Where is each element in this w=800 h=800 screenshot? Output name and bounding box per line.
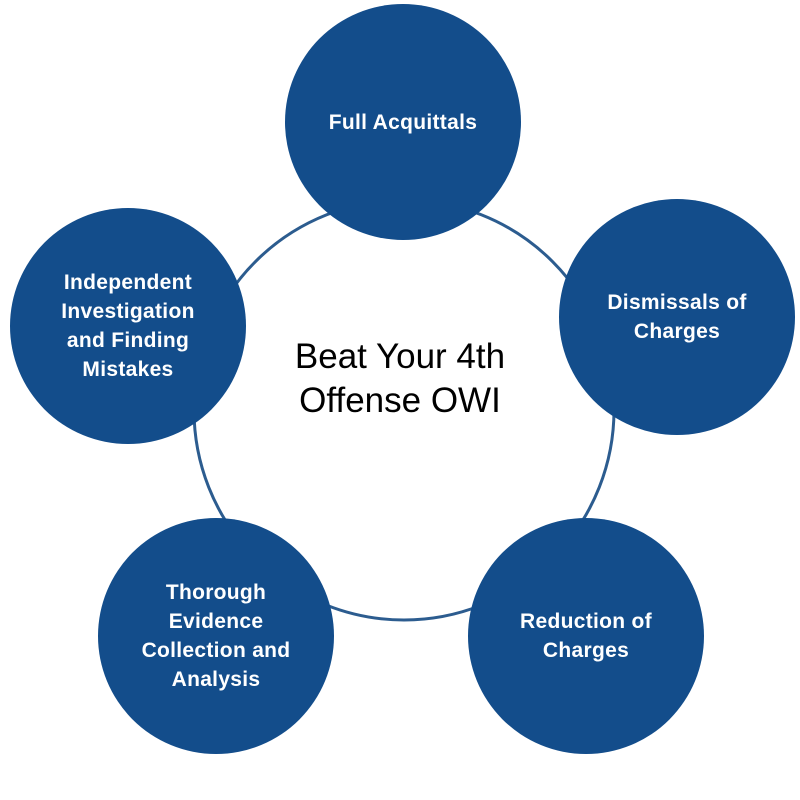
node-label-line: Charges [633,320,721,343]
node-label-line: Reduction of [520,610,652,633]
node-dismissals-of-charges: Dismissals of Charges [559,199,795,435]
node-full-acquittals: Full Acquittals [285,4,521,240]
node-label-line: Dismissals of [607,291,747,314]
center-title: Beat Your 4th Offense OWI [230,335,570,423]
node-label-line: Mistakes [82,358,174,381]
node-label: Thorough Evidence Collection and Analysi… [142,578,291,694]
node-label-line: Independent [63,271,193,294]
node-independent-investigation: Independent Investigation and Finding Mi… [10,208,246,444]
node-label: Reduction of Charges [520,607,652,665]
node-label-line: and Finding [66,329,190,352]
node-label-line: Investigation [61,300,195,323]
node-label-line: Evidence [168,610,264,633]
center-title-line-2: Offense OWI [299,381,501,420]
node-label-line: Thorough [165,581,267,604]
node-label: Full Acquittals [329,108,477,137]
node-label: Dismissals of Charges [607,288,746,346]
node-label-line: Collection and [141,639,291,662]
node-reduction-of-charges: Reduction of Charges [468,518,704,754]
node-label: Independent Investigation and Finding Mi… [61,268,194,384]
center-title-line-1: Beat Your 4th [294,337,506,376]
node-label-line: Analysis [171,668,261,691]
node-thorough-evidence-collection: Thorough Evidence Collection and Analysi… [98,518,334,754]
node-label-line: Charges [542,639,630,662]
node-label-line: Full Acquittals [328,110,478,134]
